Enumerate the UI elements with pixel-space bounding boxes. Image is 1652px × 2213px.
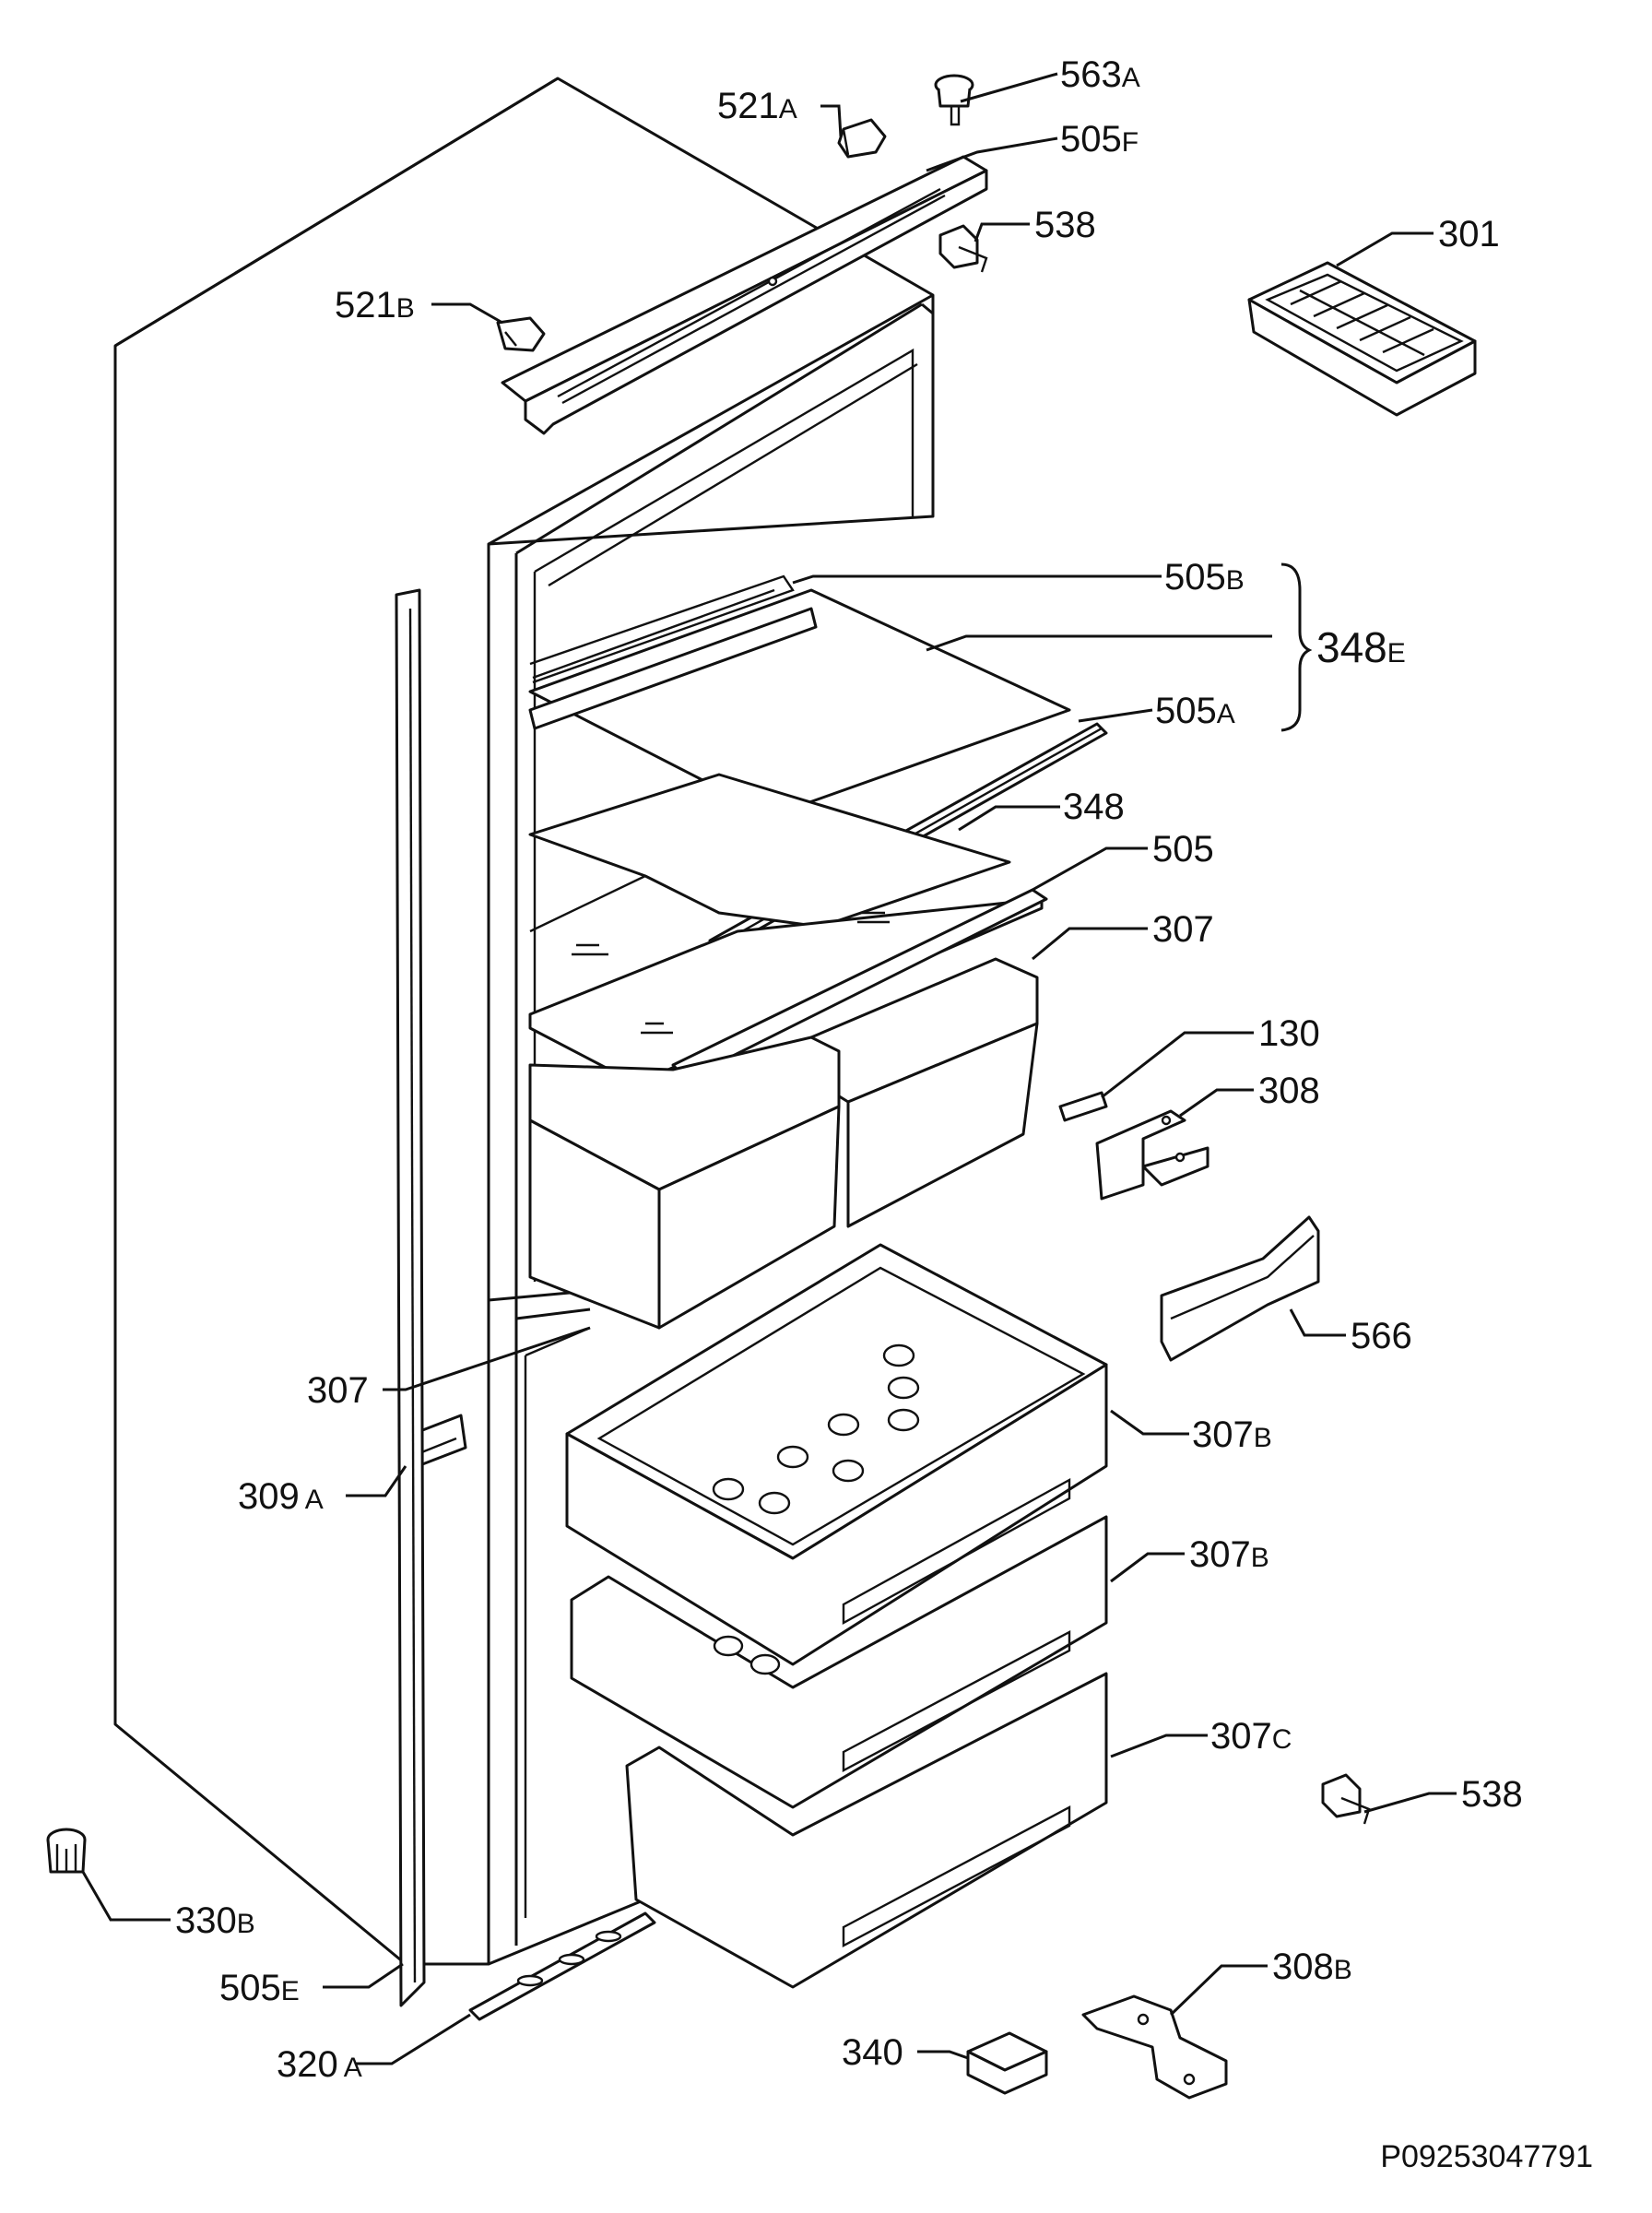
hinge-bracket-308 <box>1095 1109 1210 1201</box>
callout-563a: 563A <box>1060 54 1140 95</box>
callout-307c: 307C <box>1210 1716 1292 1757</box>
freezer-drawer-bottom <box>625 1672 1108 1989</box>
callout-505a: 505A <box>1155 691 1235 731</box>
callout-307-top: 307 <box>1152 909 1214 950</box>
callout-130: 130 <box>1258 1013 1320 1054</box>
callout-505b: 505B <box>1164 557 1245 598</box>
callout-307-left: 307 <box>307 1370 369 1411</box>
top-hinge-rail <box>501 155 988 435</box>
freezer-drawer-top <box>565 1243 1108 1666</box>
callout-538-top: 538 <box>1034 205 1096 245</box>
freezer-drawer-middle <box>570 1515 1108 1809</box>
drawing-reference-number: P09253047791 <box>1380 2139 1593 2174</box>
switch-340 <box>966 2031 1048 2095</box>
bottle-rack-566 <box>1160 1215 1320 1362</box>
fridge-cabinet <box>113 77 935 1966</box>
crisper-drawer-left <box>528 1035 841 1330</box>
rail-320a <box>468 1911 656 2021</box>
callout-348e: 348E <box>1316 623 1406 671</box>
callout-348: 348 <box>1063 787 1125 827</box>
hinge-cap-521b <box>496 316 546 352</box>
callout-307b-2: 307B <box>1189 1534 1269 1575</box>
hinge-308b <box>1081 1994 1228 2100</box>
hinge-bush-538-bottom <box>1321 1773 1371 1825</box>
callout-340: 340 <box>842 2032 903 2073</box>
callout-566: 566 <box>1351 1316 1412 1356</box>
leader-lines <box>81 72 1457 2065</box>
callout-505f: 505F <box>1060 119 1139 160</box>
door-trim-505e <box>395 588 426 2007</box>
hinge-cap-521a <box>837 118 887 159</box>
callout-308: 308 <box>1258 1071 1320 1111</box>
callout-labels: 563A 521A 505F 538 301 521B 505B 348E 50… <box>175 54 1593 2174</box>
callout-505: 505 <box>1152 829 1214 870</box>
callout-505e: 505E <box>219 1968 300 2008</box>
callout-308b: 308B <box>1272 1947 1352 1987</box>
callout-521b: 521B <box>335 285 415 325</box>
foot-330b <box>46 1828 87 1874</box>
glass-shelf-upper <box>528 574 1071 813</box>
callout-521a: 521A <box>717 86 797 126</box>
callout-307b-1: 307B <box>1192 1414 1272 1455</box>
callout-301: 301 <box>1438 214 1500 254</box>
glass-shelf-348 <box>528 773 1011 933</box>
ice-tray <box>1247 261 1477 417</box>
callout-538-bottom: 538 <box>1461 1774 1523 1815</box>
glass-shelf-lower <box>528 897 1044 1085</box>
hinge-bush-538-top <box>938 224 988 273</box>
callout-330b: 330B <box>175 1900 255 1941</box>
clip-130 <box>1058 1091 1108 1122</box>
